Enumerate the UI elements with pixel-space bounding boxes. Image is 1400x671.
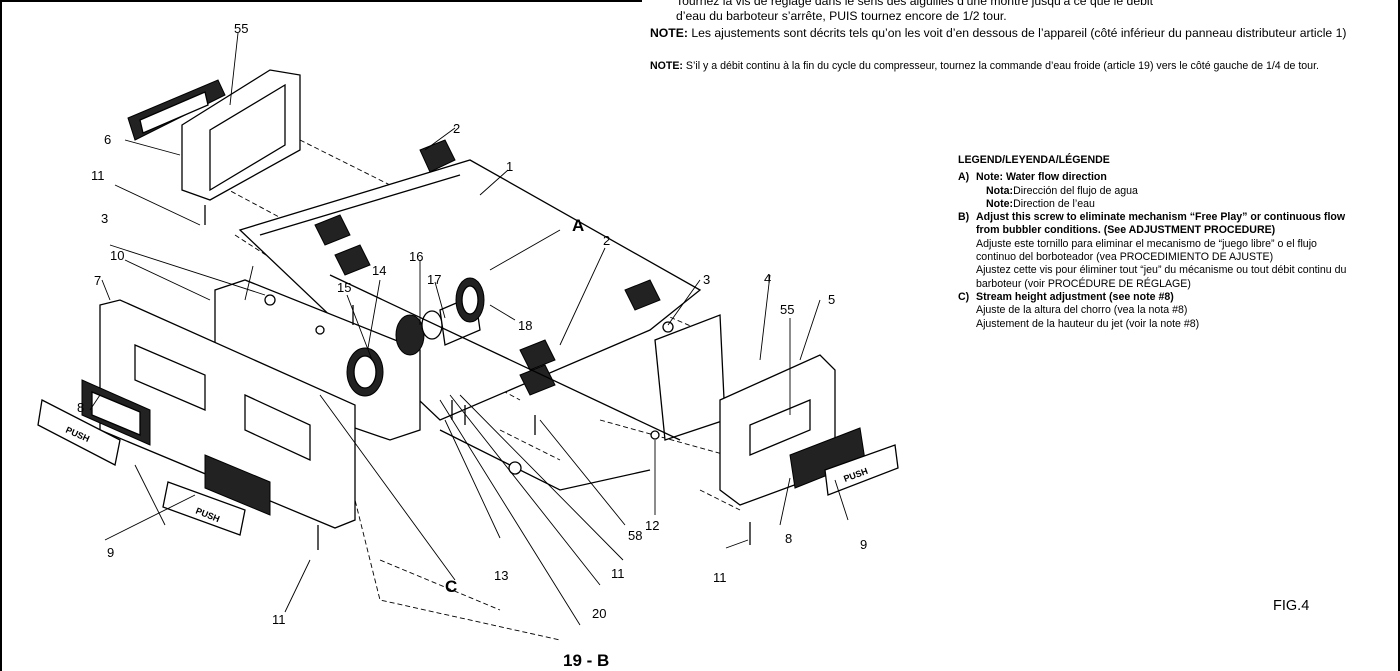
callout-3b: 3: [703, 272, 710, 287]
legend-item-C: C) Stream height adjustment (see note #8…: [958, 291, 1358, 331]
callout-20: 20: [592, 606, 606, 621]
legend-A-fr-label: Note:: [986, 197, 1014, 210]
callout-6: 6: [104, 132, 111, 147]
legend-item-A: A) Note: Water flow direction Nota:Direc…: [958, 171, 1358, 211]
callout-19-B: 19 - B: [563, 651, 609, 670]
screws: [204, 205, 751, 550]
callout-12: 12: [645, 518, 659, 533]
push-button-left-9b: PUSH: [162, 481, 246, 536]
legend-C-english: Stream height adjustment (see note #8): [976, 290, 1174, 303]
note-2-label: NOTE:: [650, 60, 683, 72]
note-1-label: NOTE:: [650, 26, 688, 40]
callout-8b: 8: [785, 531, 792, 546]
callout-A: A: [572, 216, 584, 235]
frame-top-border: [0, 0, 642, 2]
callout-1: 1: [506, 159, 513, 174]
legend-letter-A: A): [958, 171, 970, 184]
callout-leader-lines: [89, 32, 849, 626]
legend-C-french: Ajustement de la hauteur du jet (voir la…: [976, 317, 1200, 330]
note-1-text: Les ajustements sont décrits tels qu’on …: [691, 26, 1347, 40]
callout-11c: 11: [611, 566, 625, 581]
callout-18: 18: [518, 318, 532, 333]
push-button-frame-upper: [127, 79, 226, 141]
callout-17: 17: [427, 272, 441, 287]
callout-9b: 9: [860, 537, 867, 552]
frame-right-border: [1398, 0, 1400, 671]
callout-4: 4: [764, 271, 771, 286]
callout-9a: 9: [107, 545, 114, 560]
note-2-text: S’il y a débit continu à la fin du cycle…: [685, 60, 1319, 72]
actuator-rod: [329, 274, 681, 441]
bracket-frame-part-6: [181, 69, 301, 201]
callout-2a: 2: [453, 121, 460, 136]
figure-label: FIG.4: [1273, 598, 1310, 614]
legend-C-spanish: Ajuste de la altura del chorro (vea la n…: [976, 304, 1188, 317]
valve-assembly-parts-14-18: [346, 277, 485, 397]
valve-bracket-part-2: [314, 139, 661, 396]
legend-A-spanish: Dirección del flujo de agua: [1013, 184, 1138, 197]
callout-55b: 55: [780, 302, 794, 317]
note-instruction-line2: d’eau du barboteur s’arrête, PUIS tourne…: [676, 9, 1007, 23]
callout-55a: 55: [234, 21, 248, 36]
note-2: NOTE: S’il y a débit continu à la fin du…: [650, 59, 1390, 73]
note-instruction-line1: Tournez la vis de réglage dans le sens d…: [676, 0, 1153, 8]
legend-A-es-label: Nota:: [986, 184, 1014, 197]
callout-11a: 11: [91, 168, 105, 183]
lower-lever-part-58: [439, 429, 651, 491]
frame-left-border: [0, 0, 2, 671]
callout-7: 7: [94, 273, 101, 288]
push-button-frame-left-8b: [204, 454, 271, 516]
legend-A-french: Direction de l’eau: [1013, 197, 1095, 210]
legend-B-spanish: Adjuste este tornillo para eliminar el m…: [976, 237, 1317, 264]
callout-labels: 55 2 6 1 11 3 A 2 10 14 16 7 15 17 18 3 …: [77, 21, 867, 670]
callout-14: 14: [372, 263, 386, 278]
callout-11d: 11: [713, 570, 727, 585]
legend-letter-C: C): [958, 290, 970, 303]
legend-A-english: Note: Water flow direction: [976, 171, 1107, 184]
callout-13: 13: [494, 568, 508, 583]
callout-2b: 2: [603, 233, 610, 248]
legend: LEGEND/LEYENDA/LÉGENDE A) Note: Water fl…: [958, 154, 1358, 331]
legend-B-french: Ajustez cette vis pour éliminer tout “je…: [976, 264, 1347, 290]
legend-title: LEGEND/LEYENDA/LÉGENDE: [958, 154, 1110, 166]
callout-10: 10: [110, 248, 124, 263]
callout-15: 15: [337, 280, 351, 295]
legend-letter-B: B): [958, 211, 970, 224]
push-button-right-9: PUSH: [824, 444, 899, 496]
callout-C: C: [445, 577, 457, 596]
right-panel-part-5: [719, 354, 836, 506]
legend-item-B: B) Adjust this screw to eliminate mechan…: [958, 211, 1358, 291]
callout-16: 16: [409, 249, 423, 264]
callout-3a: 3: [101, 211, 108, 226]
push-button-left-9a: PUSH: [37, 399, 121, 466]
side-panel-part-4: [654, 314, 726, 441]
note-1: NOTE: Les ajustements sont décrits tels …: [650, 25, 1370, 41]
legend-B-english: Adjust this screw to eliminate mechanism…: [976, 211, 1346, 237]
callout-5: 5: [828, 292, 835, 307]
callout-58: 58: [628, 528, 642, 543]
callout-8a: 8: [77, 400, 84, 415]
callout-11b: 11: [272, 612, 286, 627]
